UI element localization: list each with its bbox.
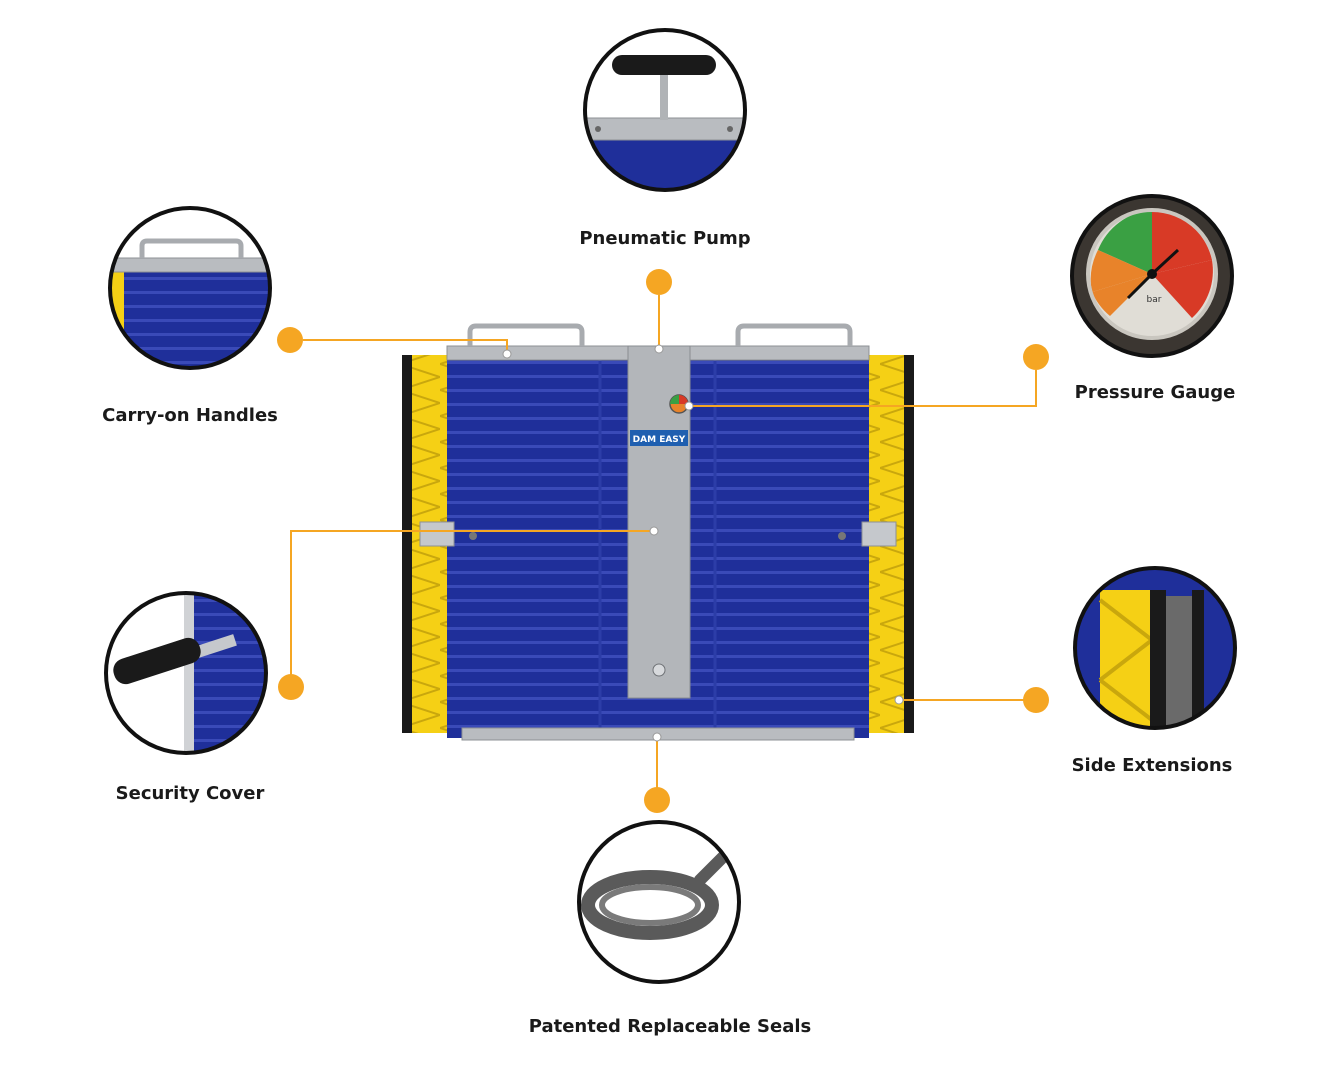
detail-security-cover xyxy=(104,591,268,755)
detail-side-extensions xyxy=(1073,566,1237,730)
anchor-dots xyxy=(502,344,904,742)
marker-extensions xyxy=(1023,687,1049,713)
lock-screw xyxy=(652,663,666,677)
right-bracket xyxy=(861,521,897,547)
detail-pneumatic-pump xyxy=(583,28,747,192)
marker-handles xyxy=(277,327,303,353)
label-pressure-gauge: Pressure Gauge xyxy=(1074,382,1236,403)
marker-seals xyxy=(644,787,670,813)
brand-logo-text: DAM EASY xyxy=(633,435,686,445)
seal-strip-icon xyxy=(1166,596,1192,728)
connector-cover xyxy=(290,530,654,676)
label-security-cover: Security Cover xyxy=(115,783,265,804)
right-seal-strip xyxy=(904,355,914,733)
left-bracket xyxy=(419,521,455,547)
right-handle xyxy=(735,323,853,346)
label-carry-on-handles: Carry-on Handles xyxy=(102,405,278,426)
marker-pump xyxy=(646,269,672,295)
gauge-needle-icon xyxy=(1150,248,1180,276)
cover-key-icon xyxy=(113,637,201,685)
label-pneumatic-pump: Pneumatic Pump xyxy=(579,228,751,249)
handle-icon xyxy=(139,238,244,258)
pump-handle-icon xyxy=(612,55,716,75)
marker-gauge xyxy=(1023,344,1049,370)
dam-panel: DAM EASY xyxy=(402,323,914,741)
gauge-unit-label: bar xyxy=(1147,295,1162,305)
label-side-extensions: Side Extensions xyxy=(1071,755,1233,776)
connector-gauge xyxy=(689,370,1037,407)
label-patented-seals: Patented Replaceable Seals xyxy=(528,1016,812,1037)
left-handle xyxy=(467,323,585,346)
detail-pressure-gauge: bar xyxy=(1070,194,1234,358)
marker-cover xyxy=(278,674,304,700)
left-seal-strip xyxy=(402,355,412,733)
connector-markers xyxy=(277,269,1049,813)
connector-lines xyxy=(290,295,1037,790)
detail-replaceable-seals xyxy=(577,820,741,984)
seal-ring-icon xyxy=(581,870,719,940)
detail-carry-on-handles xyxy=(108,206,272,370)
brand-logo xyxy=(630,430,688,446)
connector-handles xyxy=(303,339,508,352)
